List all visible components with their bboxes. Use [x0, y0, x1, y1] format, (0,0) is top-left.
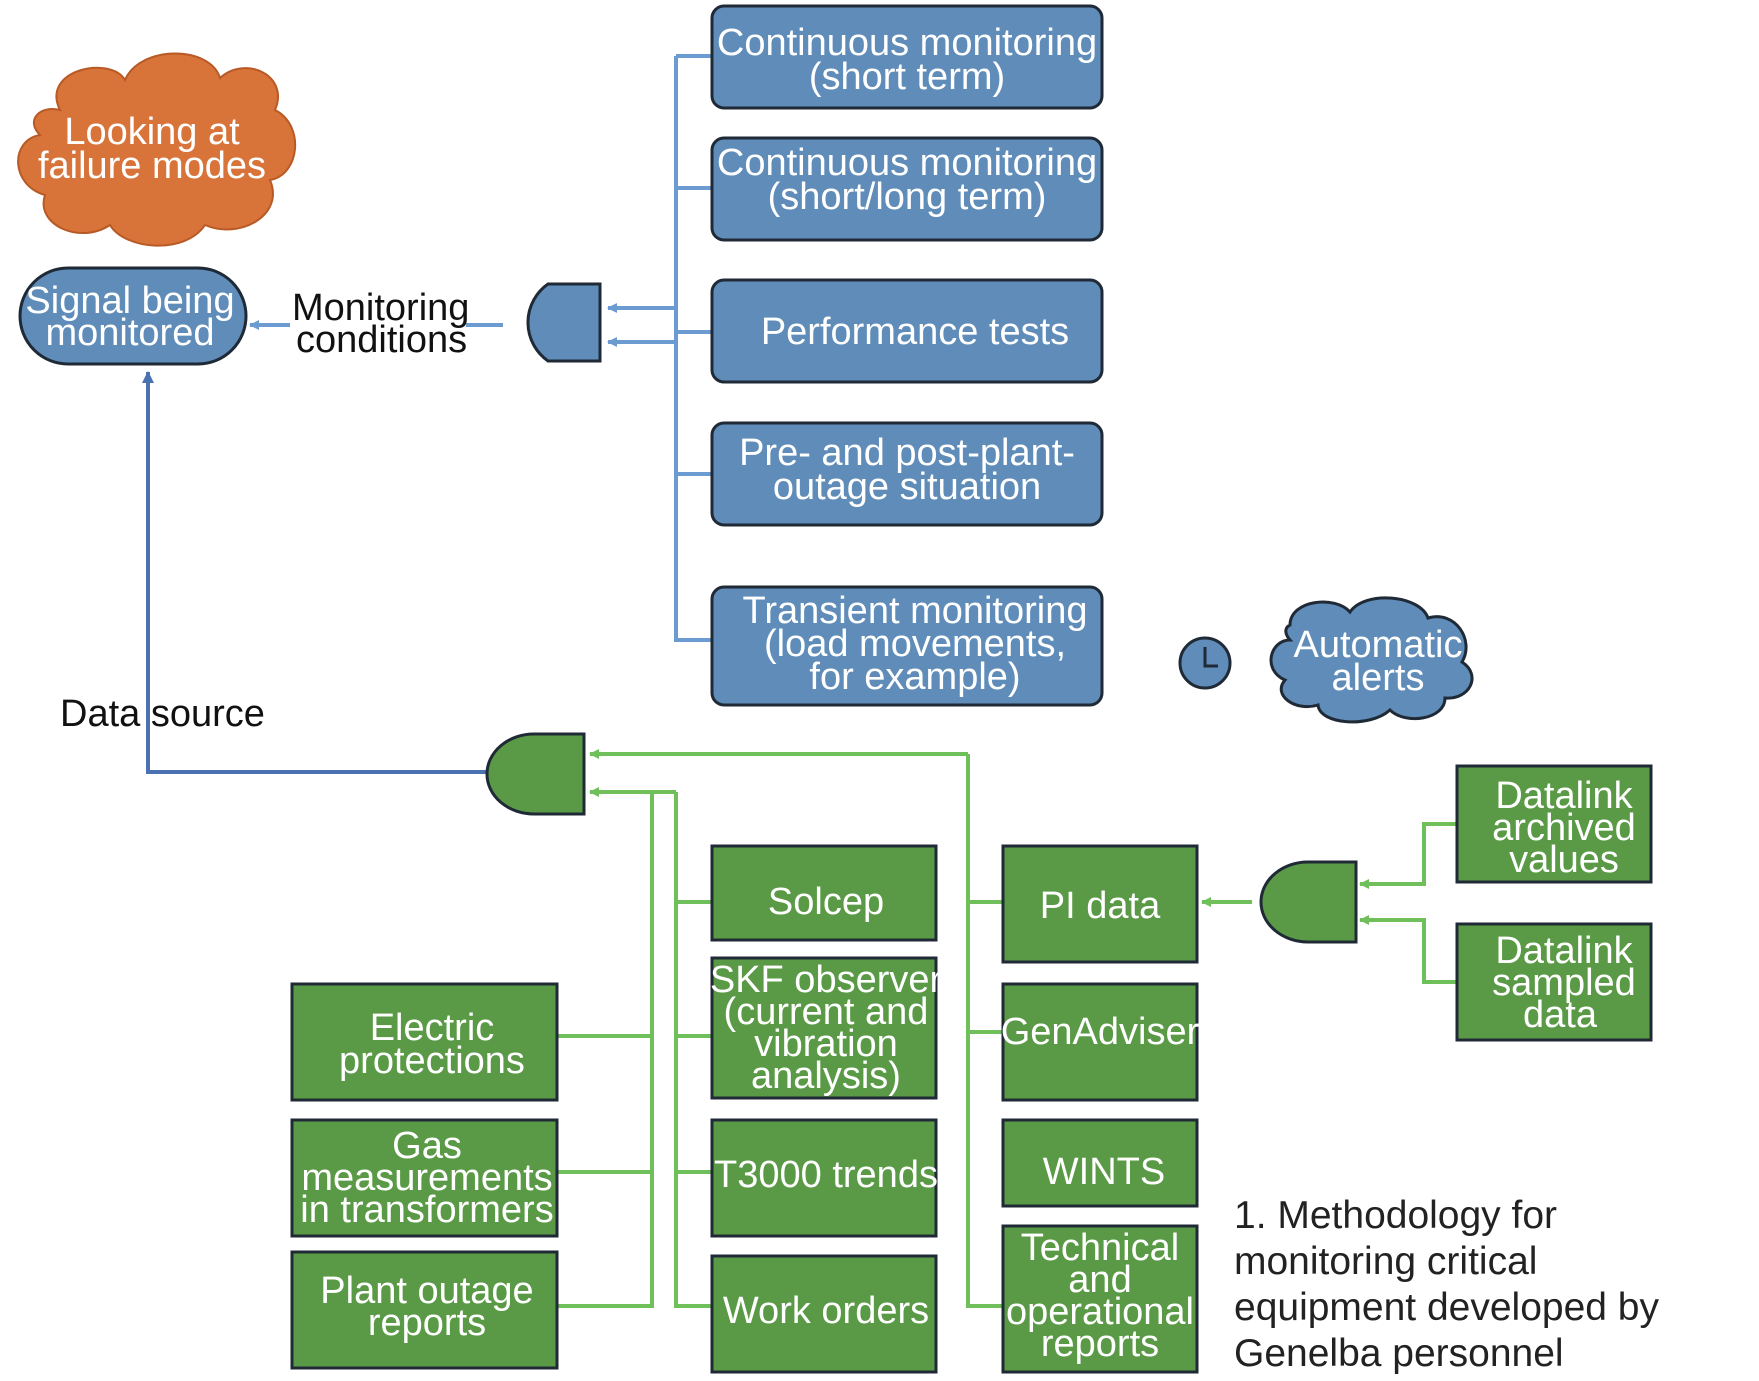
caption-line-4: Genelba personnel	[1234, 1332, 1564, 1375]
technical-reports-line-2: and	[1068, 1259, 1131, 1301]
datalink-sampled-line-3: data	[1523, 994, 1598, 1036]
electric-protections-line-1: Electric	[370, 1007, 495, 1049]
monitoring-box-5-line-3: for example)	[809, 656, 1020, 698]
datalink-sampled-line-2: sampled	[1492, 962, 1636, 1004]
caption-line-3: equipment developed by	[1234, 1286, 1659, 1329]
monitoring-box-5-line-2: (load movements,	[764, 623, 1066, 665]
data-source-line	[142, 371, 486, 774]
source-gas-measurements: Gas measurements in transformers	[290, 1118, 559, 1238]
gas-measurements-line-1: Gas	[392, 1125, 462, 1167]
skf-observer-line-3: vibration	[754, 1023, 898, 1065]
plant-outage-reports-line-2: reports	[368, 1302, 486, 1344]
skf-observer-line-1: SKF observer	[710, 959, 943, 1001]
skf-observer-line-4: analysis)	[751, 1055, 901, 1097]
monitoring-box-continuous-long: Continuous monitoring (short/long term)	[710, 136, 1104, 242]
green-connectors	[557, 749, 1457, 1308]
automatic-alerts-cloud: Automatic alerts	[1269, 596, 1474, 724]
source-t3000-trends: T3000 trends	[710, 1118, 938, 1238]
signal-being-monitored: Signal being monitored	[18, 266, 248, 366]
source-electric-protections: Electric protections	[290, 982, 559, 1102]
monitoring-box-1-line-1: Continuous monitoring	[717, 22, 1097, 64]
monitoring-box-2-line-2: (short/long term)	[768, 176, 1047, 218]
source-wints: WINTS	[1001, 1118, 1199, 1208]
source-plant-outage-reports: Plant outage reports	[290, 1250, 559, 1370]
technical-reports-line-1: Technical	[1021, 1227, 1179, 1269]
failure-modes-line-1: Looking at	[64, 111, 240, 153]
monitoring-box-continuous-short: Continuous monitoring (short term)	[710, 4, 1104, 110]
datalink-archived-line-3: values	[1509, 839, 1619, 881]
monitoring-box-transient: Transient monitoring (load movements, fo…	[710, 585, 1104, 707]
automatic-alerts-line-1: Automatic	[1294, 624, 1463, 666]
monitoring-box-4-line-2: outage situation	[773, 466, 1041, 508]
plant-outage-reports-line-1: Plant outage	[320, 1270, 533, 1312]
gas-measurements-line-3: in transformers	[300, 1189, 553, 1231]
source-datalink-sampled: Datalink sampled data	[1455, 922, 1653, 1042]
caption-line-1: 1. Methodology for	[1234, 1194, 1557, 1237]
monitoring-box-3-line-1: Performance tests	[761, 311, 1069, 353]
monitoring-box-4-line-1: Pre- and post-plant-	[739, 432, 1075, 474]
source-pi-data: PI data	[1001, 844, 1199, 964]
t3000-trends-line-1: T3000 trends	[714, 1154, 938, 1196]
monitoring-box-performance-tests: Performance tests	[710, 278, 1104, 384]
wints-line-1: WINTS	[1043, 1151, 1165, 1193]
datalink-archived-line-2: archived	[1492, 807, 1636, 849]
caption-line-2: monitoring critical	[1234, 1240, 1537, 1283]
green-and-gate-datalink	[1259, 860, 1358, 944]
blue-and-gate	[526, 282, 602, 363]
failure-modes-line-2: failure modes	[38, 145, 266, 187]
datalink-sampled-line-1: Datalink	[1495, 930, 1633, 972]
monitoring-box-plant-outage: Pre- and post-plant- outage situation	[710, 421, 1104, 527]
monitoring-conditions-line-1: Monitoring	[292, 287, 469, 329]
source-work-orders: Work orders	[710, 1254, 938, 1374]
pi-data-line-1: PI data	[1040, 885, 1161, 927]
source-skf-observer: SKF observer (current and vibration anal…	[710, 956, 943, 1100]
signal-line-1: Signal being	[25, 280, 234, 322]
automatic-alerts-line-2: alerts	[1332, 657, 1425, 699]
source-genadviser: GenAdviser	[1001, 982, 1200, 1102]
electric-protections-line-2: protections	[339, 1040, 525, 1082]
gas-measurements-line-2: measurements	[301, 1157, 552, 1199]
signal-line-2: monitored	[46, 312, 215, 354]
green-and-gate-main	[485, 732, 586, 816]
figure-caption: 1. Methodology for monitoring critical e…	[1234, 1194, 1659, 1375]
work-orders-line-1: Work orders	[723, 1290, 929, 1332]
monitoring-box-1-line-2: (short term)	[809, 56, 1005, 98]
source-solcep: Solcep	[710, 844, 938, 942]
technical-reports-line-3: operational	[1006, 1291, 1194, 1333]
skf-observer-line-2: (current and	[724, 991, 929, 1033]
blue-connectors	[249, 54, 712, 642]
source-technical-operational-reports: Technical and operational reports	[1001, 1224, 1199, 1374]
monitoring-box-5-line-1: Transient monitoring	[743, 590, 1088, 632]
solcep-line-1: Solcep	[768, 881, 884, 923]
monitoring-conditions-line-2: conditions	[296, 319, 467, 361]
technical-reports-line-4: reports	[1041, 1323, 1159, 1365]
monitoring-box-2-line-1: Continuous monitoring	[717, 142, 1097, 184]
source-datalink-archived: Datalink archived values	[1455, 764, 1653, 884]
genadviser-line-1: GenAdviser	[1001, 1011, 1200, 1053]
data-source-label: Data source	[60, 693, 265, 735]
clock-icon	[1178, 636, 1232, 690]
datalink-archived-line-1: Datalink	[1495, 775, 1633, 817]
failure-modes-cloud: Looking at failure modes	[17, 52, 297, 247]
